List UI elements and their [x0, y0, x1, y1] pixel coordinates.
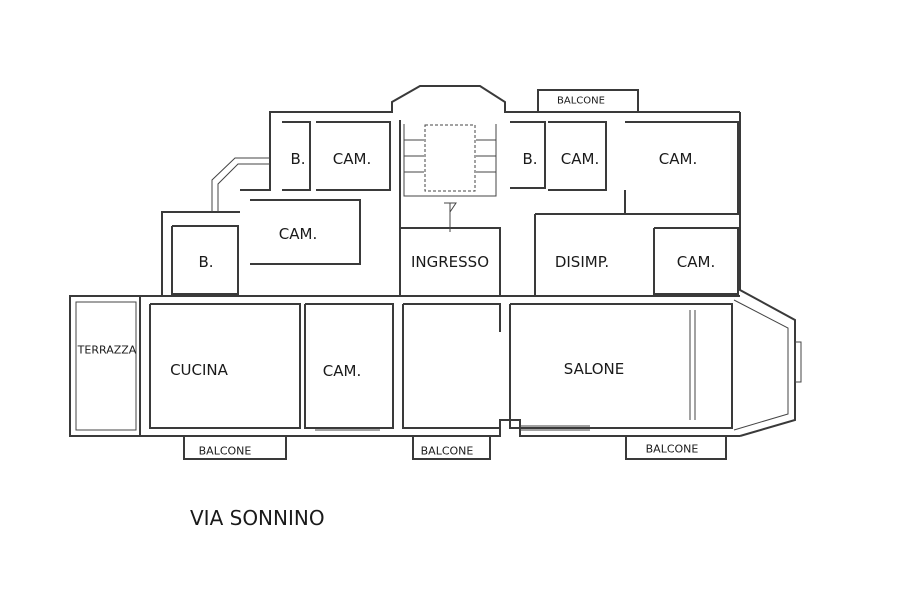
- balcony-outlines: [183, 89, 727, 460]
- room-bedroom-6: CAM.: [322, 362, 362, 380]
- balcony-bottom-left: BALCONE: [198, 444, 252, 458]
- street-name: VIA SONNINO: [190, 506, 325, 530]
- balcony-bottom-right: BALCONE: [645, 442, 699, 456]
- room-terrace: TERRAZZA: [77, 343, 137, 357]
- room-bedroom-5: CAM.: [676, 253, 716, 271]
- room-entrance: INGRESSO: [410, 253, 490, 271]
- room-bathroom-3: B.: [522, 150, 538, 168]
- room-bathroom-1: B.: [290, 150, 306, 168]
- outer-walls: [69, 85, 802, 437]
- balcony-bottom-center: BALCONE: [420, 444, 474, 458]
- stairwell: [403, 124, 497, 232]
- room-bedroom-2: CAM.: [278, 225, 318, 243]
- room-bedroom-1: CAM.: [332, 150, 372, 168]
- balcony-top: BALCONE: [557, 95, 605, 107]
- room-living-room: SALONE: [563, 360, 625, 378]
- room-hallway: DISIMP.: [554, 253, 610, 271]
- windows: [315, 310, 696, 431]
- room-bathroom-2: B.: [198, 253, 214, 271]
- interior-walls: [149, 120, 740, 429]
- room-bedroom-3: CAM.: [560, 150, 600, 168]
- room-kitchen: CUCINA: [170, 361, 228, 379]
- room-bedroom-4: CAM.: [658, 150, 698, 168]
